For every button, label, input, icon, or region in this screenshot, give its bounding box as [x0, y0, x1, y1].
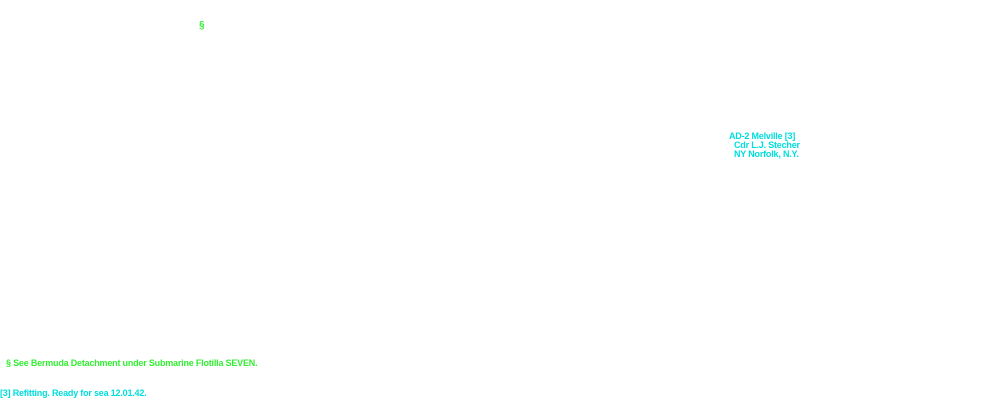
ship-entry-melville: AD-2 Melville [3] Cdr L.J. Stecher NY No…	[729, 132, 800, 159]
ship-designation-name: AD-2 Melville [3]	[729, 131, 796, 141]
ship-location: NY Norfolk, N.Y.	[734, 149, 799, 159]
footnote-section: § See Bermuda Detachment under Submarine…	[6, 358, 258, 368]
ship-commander: Cdr L.J. Stecher	[734, 140, 800, 150]
section-mark-reference: §	[199, 20, 205, 31]
footnote-3: [3] Refitting. Ready for sea 12.01.42.	[0, 388, 147, 398]
